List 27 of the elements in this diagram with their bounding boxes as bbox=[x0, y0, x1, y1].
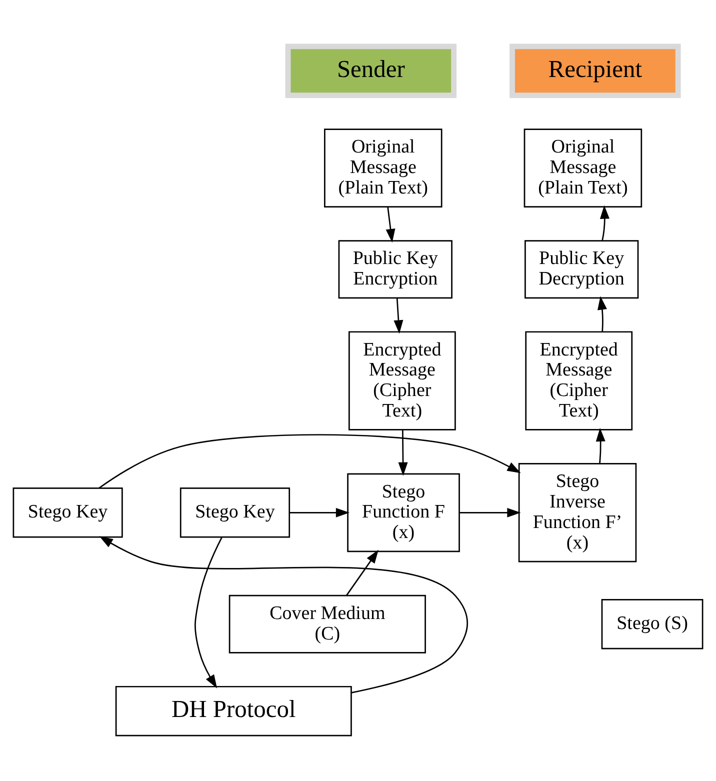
arrow bbox=[394, 298, 404, 334]
node-box: Stego Inverse Function F’ (x) bbox=[518, 462, 637, 562]
node-box: Public Key Decryption bbox=[524, 240, 639, 298]
node-box: Encrypted Message (Cipher Text) bbox=[348, 330, 456, 430]
arrow bbox=[398, 429, 408, 476]
node-box: Sender bbox=[285, 43, 457, 98]
node-box: Stego (S) bbox=[601, 598, 704, 649]
node-box: Original Message (Plain Text) bbox=[324, 128, 442, 207]
node-box: DH Protocol bbox=[115, 685, 352, 736]
arrow bbox=[600, 204, 610, 240]
node-box: Public Key Encryption bbox=[338, 240, 452, 298]
node-box: Stego Key bbox=[12, 487, 123, 538]
node-box: Recipient bbox=[510, 43, 681, 98]
node-box: Encrypted Message (Cipher Text) bbox=[525, 330, 633, 430]
arrow bbox=[290, 507, 350, 517]
node-box: Stego Key bbox=[180, 487, 290, 538]
arrow bbox=[99, 536, 468, 693]
node-box: Cover Medium (C) bbox=[228, 594, 426, 653]
arrow bbox=[386, 206, 396, 242]
arrow bbox=[194, 536, 222, 688]
arrow bbox=[346, 549, 379, 596]
node-box: Original Message (Plain Text) bbox=[524, 128, 642, 207]
arrow bbox=[460, 507, 521, 517]
arrow bbox=[596, 427, 606, 463]
arrow bbox=[598, 296, 607, 332]
node-box: Stego Function F (x) bbox=[347, 472, 460, 552]
arrow bbox=[98, 434, 521, 488]
